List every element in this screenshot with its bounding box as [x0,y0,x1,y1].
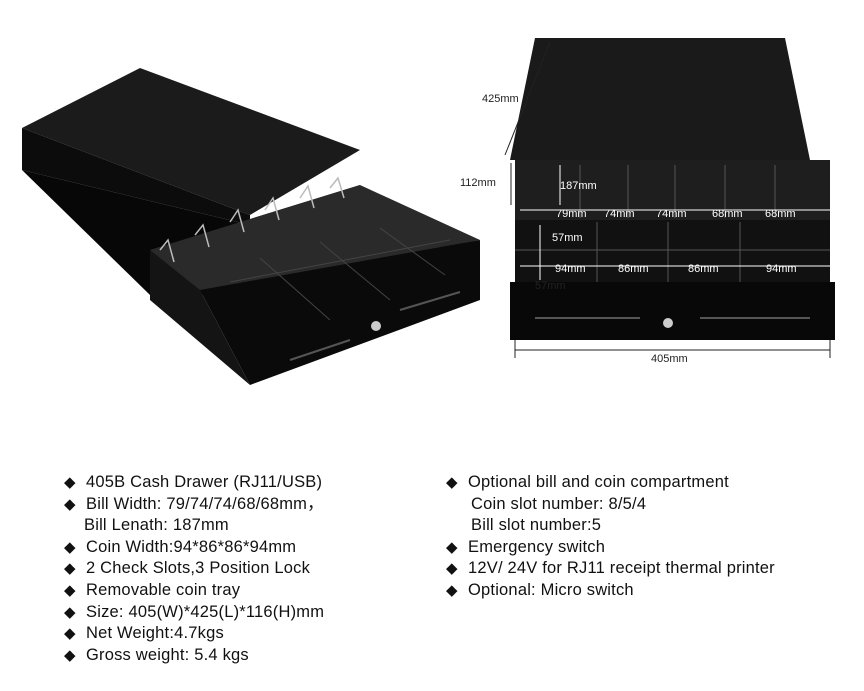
diamond-bullet-icon: ◆ [446,560,458,578]
spec-text: 12V/ 24V for RJ11 receipt thermal printe… [468,559,775,578]
specs-list-left: ◆ 405B Cash Drawer (RJ11/USB) ◆ Bill Width:… [64,472,324,666]
spec-text: 405B Cash Drawer (RJ11/USB) [86,473,323,491]
bill-clips [159,176,345,263]
spec-text: Gross weight: 5.4 kgs [86,645,249,664]
diamond-bullet-icon: ◆ [64,603,76,621]
spec-text: Net Weight:4.7kgs [86,624,224,643]
bill-width-1: 79mm [556,208,587,220]
width-label: 405mm [651,353,688,365]
diamond-bullet-icon: ◆ [64,625,76,643]
cash-drawer-front-view [510,38,835,340]
coin-depth-top: 57mm [552,232,583,244]
spec-text: Size: 405(W)*425(L)*116(H)mm [86,602,325,621]
spec-item: ◆ Coin Width:94*86*86*94mm [64,537,324,559]
spec-text: Bill Width: 79/74/74/68/68mm， [86,494,324,513]
spec-item: ◆ Gross weight: 5.4 kgs [64,645,324,667]
spec-item: ◆ Optional bill and coin compartment [446,472,775,494]
spec-text: Bill Lenath: 187mm [84,516,229,535]
drawer-front [510,282,835,340]
spec-text: 2 Check Slots,3 Position Lock [86,559,311,578]
diamond-bullet-icon: ◆ [64,581,76,599]
bill-width-5: 68mm [765,208,796,220]
coin-width-4: 94mm [766,263,797,275]
diamond-bullet-icon: ◆ [64,474,76,491]
spec-item: ◆ Optional: Micro switch [446,580,775,602]
coin-dividers [229,227,451,321]
depth-label: 425mm [482,93,519,105]
spec-item: ◆ 2 Check Slots,3 Position Lock [64,558,324,580]
drawer-front [200,240,480,385]
spec-item: ◆ Size: 405(W)*425(L)*116(H)mm [64,602,324,624]
diamond-bullet-icon: ◆ [64,646,76,664]
coin-width-1: 94mm [555,263,586,275]
coin-depth-bottom: 57mm [535,280,566,292]
spec-text: Bill slot number:5 [471,516,602,535]
spec-text: Coin Width:94*86*86*94mm [86,537,297,556]
spec-text: Optional: Micro switch [468,580,634,599]
height-label: 112mm [460,177,496,189]
diamond-bullet-icon: ◆ [446,474,458,491]
spec-item: Bill Lenath: 187mm [64,515,324,537]
lock-icon [371,321,381,331]
diamond-bullet-icon: ◆ [64,538,76,556]
spec-text: Emergency switch [468,537,606,556]
diamond-bullet-icon: ◆ [446,538,458,556]
diamond-bullet-icon: ◆ [64,560,76,578]
spec-text: Coin slot number: 8/5/4 [471,494,647,513]
spec-item: ◆ 405B Cash Drawer (RJ11/USB) [64,472,324,494]
spec-item: Coin slot number: 8/5/4 [446,494,775,516]
bill-width-4: 68mm [712,208,743,220]
spec-item: ◆ 12V/ 24V for RJ11 receipt thermal print… [446,558,775,580]
lock-icon [663,318,673,328]
diamond-bullet-icon: ◆ [446,581,458,599]
bill-length-label: 187mm [560,180,597,192]
spec-item: ◆ Removable coin tray [64,580,324,602]
dimension-lines [504,41,831,358]
product-illustration: 425mm 112mm 187mm 79mm 74mm 74mm 68mm 68… [22,38,835,385]
coin-width-3: 86mm [688,263,719,275]
spec-item: ◆ Bill Width: 79/74/74/68/68mm， [64,494,324,516]
spec-text: Optional bill and coin compartment [468,473,729,491]
spec-item: Bill slot number:5 [446,515,775,537]
cash-drawer-angled-view [22,68,480,385]
bill-width-3: 74mm [656,208,687,220]
diamond-bullet-icon: ◆ [64,495,76,513]
coin-width-2: 86mm [618,263,649,275]
spec-item: ◆ Emergency switch [446,537,775,559]
spec-text: Removable coin tray [86,580,241,599]
bill-width-2: 74mm [604,208,635,220]
spec-item: ◆ Net Weight:4.7kgs [64,623,324,645]
